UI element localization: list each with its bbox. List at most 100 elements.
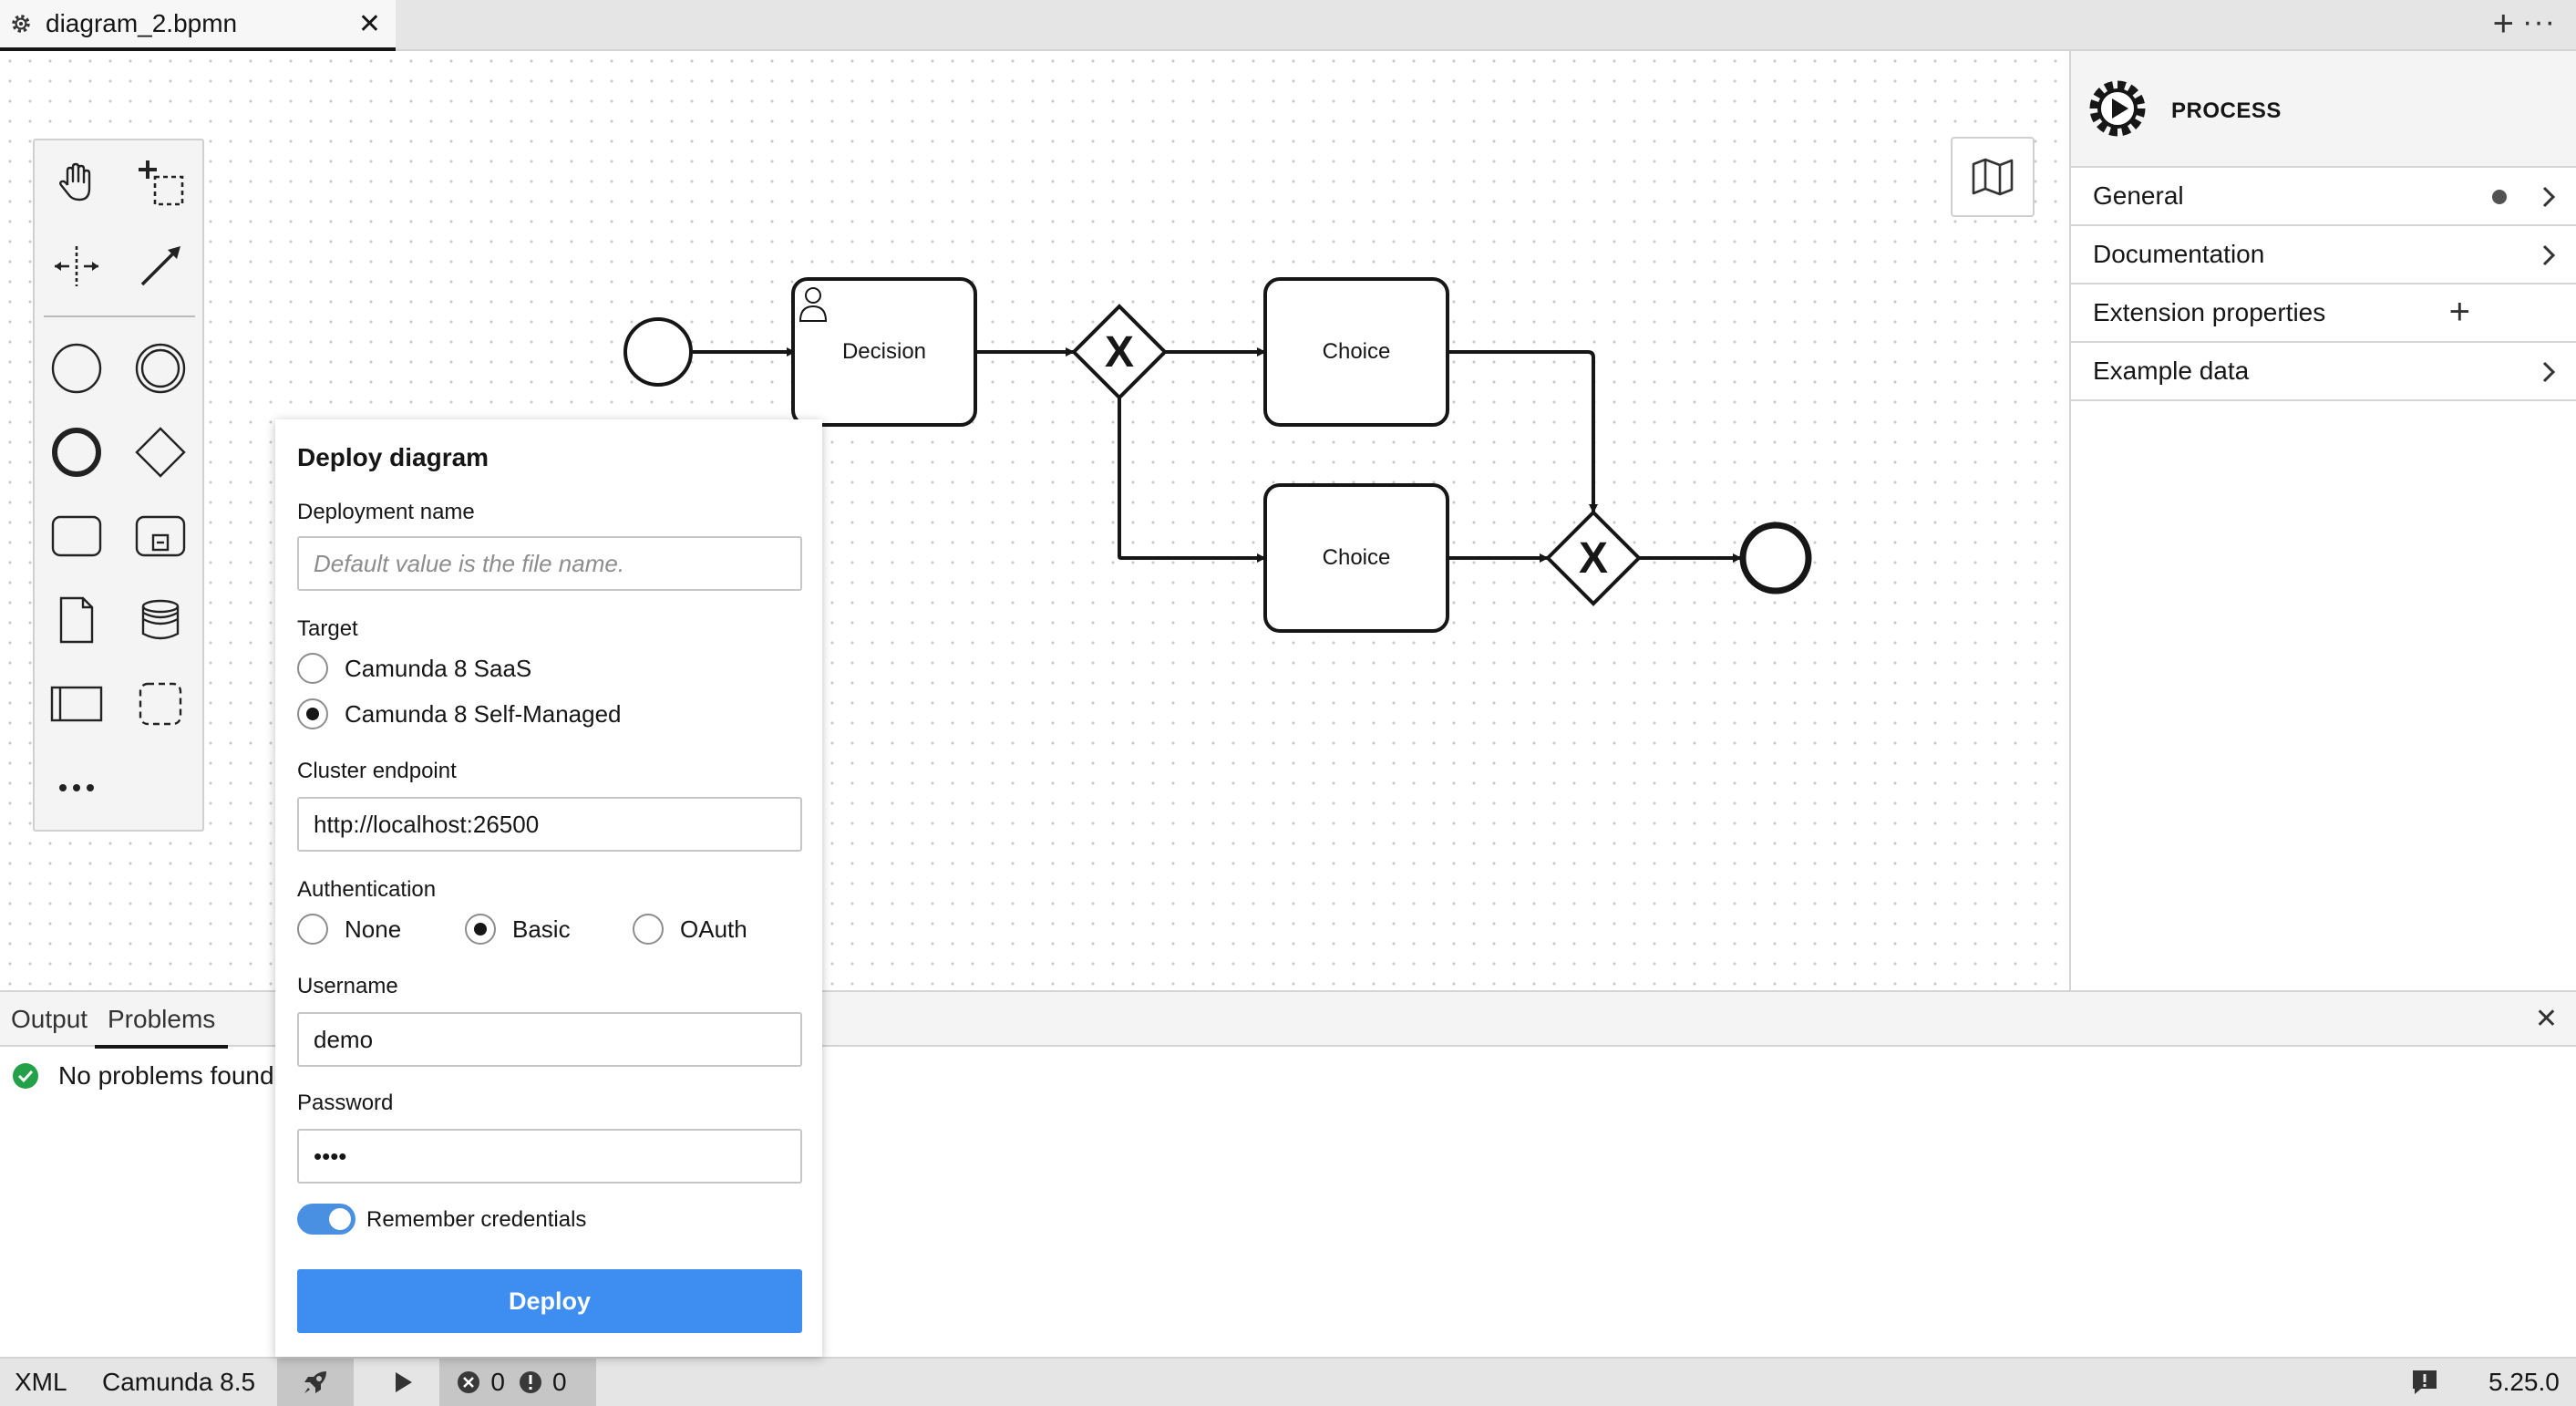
group-extension-properties[interactable]: Extension properties +	[2071, 284, 2576, 343]
remember-credentials-toggle[interactable]	[297, 1204, 355, 1235]
task-icon[interactable]	[40, 500, 113, 573]
status-bar: XML Camunda 8.5 0 0 5.25.0	[0, 1357, 2576, 1406]
username-label: Username	[297, 974, 398, 998]
group-label: Example data	[2093, 357, 2250, 385]
connect-tool-icon[interactable]	[124, 230, 197, 303]
properties-panel: PROCESS General Documentation Extension …	[2069, 51, 2576, 990]
gateway-x-icon: X	[1579, 534, 1608, 583]
task-label-choice-1: Choice	[1323, 339, 1391, 364]
more-icon[interactable]: ···	[2522, 5, 2556, 39]
add-icon[interactable]: +	[2448, 292, 2470, 332]
group-label: Documentation	[2093, 240, 2265, 268]
radio-label: Camunda 8 SaaS	[345, 654, 532, 682]
group-label: General	[2093, 181, 2184, 210]
properties-header: PROCESS	[2071, 51, 2576, 168]
feedback-icon	[2413, 1370, 2437, 1394]
tool-palette	[33, 139, 204, 832]
group-general[interactable]: General	[2071, 168, 2576, 226]
username-input[interactable]	[297, 1012, 802, 1067]
tab-problems[interactable]: Problems	[95, 1005, 229, 1049]
deploy-rocket-button[interactable]	[277, 1359, 354, 1406]
exclusive-gateway-join[interactable]	[1545, 510, 1642, 606]
has-data-indicator	[2492, 190, 2507, 204]
radio-circle	[297, 698, 328, 729]
space-tool-icon[interactable]	[40, 230, 113, 303]
add-tab-icon[interactable]: +	[2492, 4, 2514, 44]
rocket-icon	[304, 1371, 326, 1393]
deploy-button[interactable]: Deploy	[297, 1269, 802, 1333]
auth-oauth-radio[interactable]: OAuth	[633, 914, 747, 945]
task-label-choice-2: Choice	[1323, 545, 1391, 570]
tab-filename: diagram_2.bpmn	[46, 9, 238, 37]
password-input[interactable]	[297, 1129, 802, 1184]
data-store-icon[interactable]	[124, 584, 197, 656]
deployment-name-label: Deployment name	[297, 500, 475, 524]
check-circle-icon	[13, 1063, 38, 1089]
data-object-icon[interactable]	[40, 584, 113, 656]
auth-basic-radio[interactable]: Basic	[465, 914, 571, 945]
subprocess-icon[interactable]	[124, 500, 197, 573]
exclusive-gateway-split[interactable]	[1071, 304, 1168, 400]
radio-circle	[297, 653, 328, 684]
properties-title: PROCESS	[2171, 98, 2282, 123]
group-icon[interactable]	[124, 667, 197, 740]
authentication-label: Authentication	[297, 877, 437, 902]
tab-output[interactable]: Output	[11, 1005, 88, 1033]
xml-button[interactable]: XML	[15, 1368, 67, 1396]
target-saas-radio[interactable]: Camunda 8 SaaS	[297, 653, 531, 684]
lasso-tool-icon[interactable]	[124, 146, 197, 219]
feedback-button[interactable]	[2410, 1359, 2439, 1406]
group-example-data[interactable]: Example data	[2071, 343, 2576, 401]
minimap-toggle-button[interactable]	[1951, 137, 2035, 217]
deploy-diagram-overlay: Deploy diagram Deployment name Target Ca…	[275, 419, 822, 1357]
end-event[interactable]	[1739, 522, 1812, 594]
group-label: Extension properties	[2093, 298, 2326, 326]
end-event-icon[interactable]	[40, 416, 113, 489]
problems-text: No problems found	[58, 1061, 274, 1090]
password-label: Password	[297, 1091, 394, 1115]
chevron-right-icon	[2542, 361, 2556, 383]
user-icon	[799, 287, 828, 322]
start-event-icon[interactable]	[40, 332, 113, 405]
auth-none-radio[interactable]: None	[297, 914, 401, 945]
cluster-endpoint-input[interactable]	[297, 797, 802, 852]
target-self-managed-radio[interactable]: Camunda 8 Self-Managed	[297, 698, 622, 729]
sequence-flow[interactable]	[1118, 398, 1266, 563]
more-icon[interactable]	[40, 751, 113, 824]
engine-version-button[interactable]: Camunda 8.5	[102, 1368, 256, 1396]
chevron-right-icon	[2542, 244, 2556, 266]
play-icon	[396, 1372, 412, 1392]
group-documentation[interactable]: Documentation	[2071, 226, 2576, 284]
cluster-endpoint-label: Cluster endpoint	[297, 759, 457, 783]
chevron-right-icon	[2542, 186, 2556, 208]
warning-count: 0	[552, 1368, 567, 1396]
task-label-decision: Decision	[842, 339, 926, 364]
run-button[interactable]	[376, 1359, 430, 1406]
radio-label: None	[345, 915, 402, 943]
radio-circle	[465, 914, 496, 945]
intermediate-event-icon[interactable]	[124, 332, 197, 405]
gear-icon	[12, 15, 30, 33]
palette-separator	[44, 315, 195, 317]
bpmn-diagram: Decision X Choice Choice X	[623, 277, 1812, 633]
map-icon	[1972, 158, 2014, 196]
user-task-decision[interactable]	[791, 277, 977, 427]
close-icon[interactable]: ✕	[357, 9, 381, 39]
process-icon	[2089, 80, 2146, 137]
deployment-name-input[interactable]	[297, 536, 802, 591]
close-icon[interactable]: ✕	[2534, 1004, 2558, 1034]
tab-diagram[interactable]: diagram_2.bpmn ✕	[0, 0, 396, 51]
gateway-icon[interactable]	[124, 416, 197, 489]
task-choice-1[interactable]	[1263, 277, 1449, 427]
warning-icon	[520, 1371, 541, 1393]
hand-tool-icon[interactable]	[40, 146, 113, 219]
pool-icon[interactable]	[40, 667, 113, 740]
sequence-flow[interactable]	[1448, 350, 1598, 513]
tab-bar: diagram_2.bpmn ✕ + ···	[0, 0, 2576, 51]
error-count: 0	[490, 1368, 505, 1396]
start-event[interactable]	[623, 317, 693, 387]
target-label: Target	[297, 616, 358, 641]
problems-counter[interactable]: 0 0	[439, 1359, 596, 1406]
task-choice-2[interactable]	[1263, 483, 1449, 633]
gateway-x-icon: X	[1105, 328, 1134, 377]
